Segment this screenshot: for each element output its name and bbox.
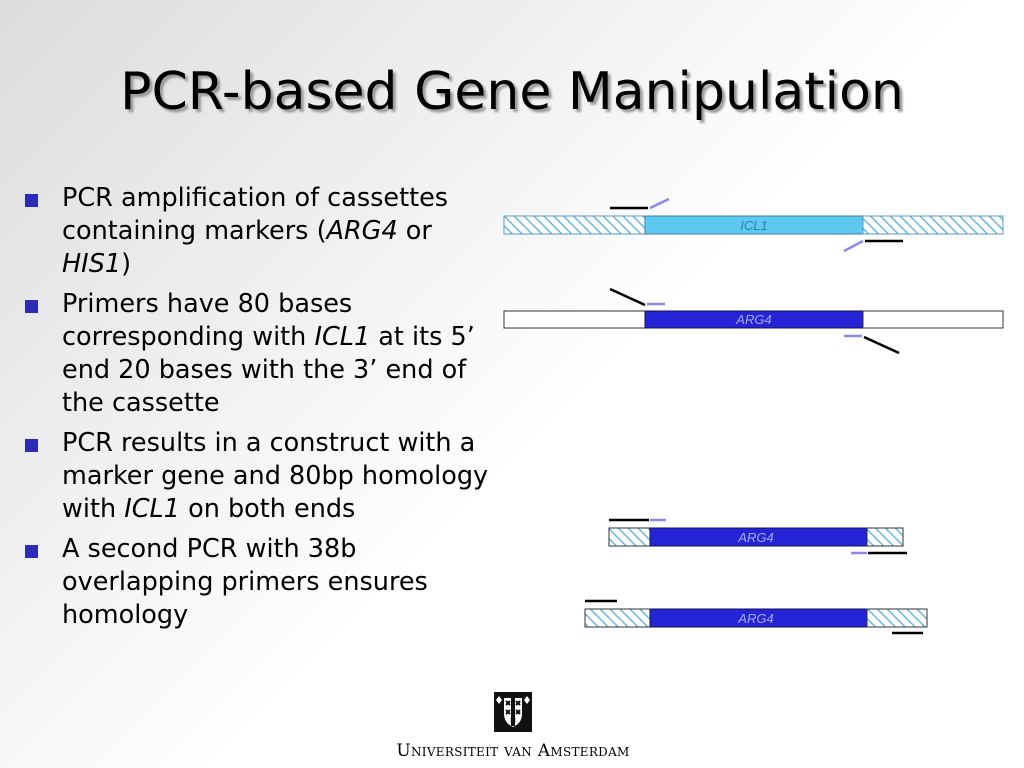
bullet-text-segment: ) — [121, 249, 132, 279]
product1-left-flank — [608, 527, 651, 547]
bullet-square-icon — [25, 439, 38, 452]
gene-name: ARG4 — [326, 216, 398, 246]
bullet-text-segment: or — [397, 216, 432, 246]
bullet-text: PCR amplification of cassettes containin… — [62, 183, 448, 279]
cassette-row: ARG4 — [503, 287, 1004, 355]
bullet-text-segment: on both ends — [179, 494, 356, 524]
product1-marker-label: ARG4 — [737, 530, 773, 545]
bullet-text-segment: at its 5’ end 20 bases with the 3’ end o… — [62, 322, 475, 418]
bullet-text: A second PCR with 38b overlapping primer… — [62, 534, 428, 630]
bullet-text-segment: A second PCR with 38b overlapping primer… — [62, 534, 428, 630]
university-emblem-icon — [494, 692, 532, 732]
bullet-square-icon — [25, 545, 38, 558]
bullet-square-icon — [25, 300, 38, 313]
bullet-list: PCR amplification of cassettes containin… — [22, 182, 492, 639]
gene-name: ICL1 — [124, 494, 180, 524]
bullet-item: A second PCR with 38b overlapping primer… — [22, 533, 492, 632]
bullet-text-segment: Primers have 80 bases corresponding with — [62, 289, 353, 352]
slide-title: PCR-based Gene Manipulation — [120, 62, 904, 122]
bullet-item: Primers have 80 bases corresponding with… — [22, 288, 492, 420]
primer-forward-body — [609, 287, 646, 307]
gene-name: HIS1 — [62, 249, 122, 279]
primer-forward-tail — [649, 197, 670, 210]
locus-row: ICL1 — [503, 197, 1004, 253]
cassette-marker-label: ARG4 — [735, 312, 771, 327]
bullet-text-segment: PCR results in a construct with a marker… — [62, 428, 489, 524]
product1-right-flank — [866, 527, 904, 547]
gene-name: ICL1 — [314, 322, 371, 352]
cassette-right-plain — [862, 310, 1004, 329]
bullet-text-segment: PCR amplification of cassettes containin… — [62, 183, 449, 246]
university-wordmark: Universiteit van Amsterdam — [396, 741, 630, 761]
bullet-item: PCR amplification of cassettes containin… — [22, 182, 492, 281]
product2-right-flank — [866, 608, 928, 628]
cassette-left-plain — [503, 310, 646, 329]
locus-gene-label: ICL1 — [740, 218, 767, 233]
locus-upstream-flank — [503, 215, 646, 235]
product2-marker-label: ARG4 — [737, 611, 773, 626]
primer-reverse-tail — [843, 239, 864, 253]
locus-downstream-flank — [862, 215, 1004, 235]
bullet-item: PCR results in a construct with a marker… — [22, 427, 492, 526]
bullet-text: Primers have 80 bases corresponding with… — [62, 289, 475, 418]
product-row-1: ARG4 — [608, 518, 907, 555]
bullet-text: PCR results in a construct with a marker… — [62, 428, 488, 524]
product2-left-flank — [584, 608, 651, 628]
primer-reverse-body — [863, 335, 900, 355]
product-row-2: ARG4 — [584, 599, 928, 635]
bullet-square-icon — [25, 194, 38, 207]
